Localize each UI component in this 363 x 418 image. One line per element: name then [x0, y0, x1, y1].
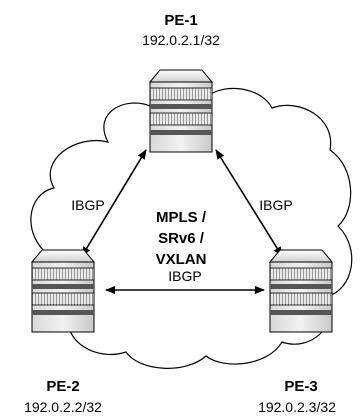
transport-line-1: MPLS /: [155, 209, 206, 226]
transport-line-2: SRv6 /: [158, 230, 204, 247]
router-pe2-icon: [30, 249, 96, 333]
pe2-ip: 192.0.2.2/32: [24, 399, 102, 415]
edge-label-pe2-pe3: IBGP: [168, 268, 202, 284]
pe1-ip: 192.0.2.1/32: [142, 32, 220, 48]
pe1-name: PE-1: [164, 12, 198, 29]
transport-label: MPLS / SRv6 / VXLAN: [136, 207, 226, 270]
link-pe1-pe2: [81, 149, 147, 257]
pe3-name: PE-3: [284, 378, 318, 395]
pe2-name: PE-2: [46, 378, 80, 395]
edge-label-pe1-pe2: IBGP: [71, 197, 105, 213]
link-pe1-pe3: [215, 149, 283, 257]
pe3-ip: 192.0.2.3/32: [258, 399, 336, 415]
router-pe1-icon: [148, 69, 214, 153]
edge-label-pe1-pe3: IBGP: [259, 197, 293, 213]
router-pe3-icon: [268, 249, 334, 333]
transport-line-3: VXLAN: [155, 251, 207, 268]
